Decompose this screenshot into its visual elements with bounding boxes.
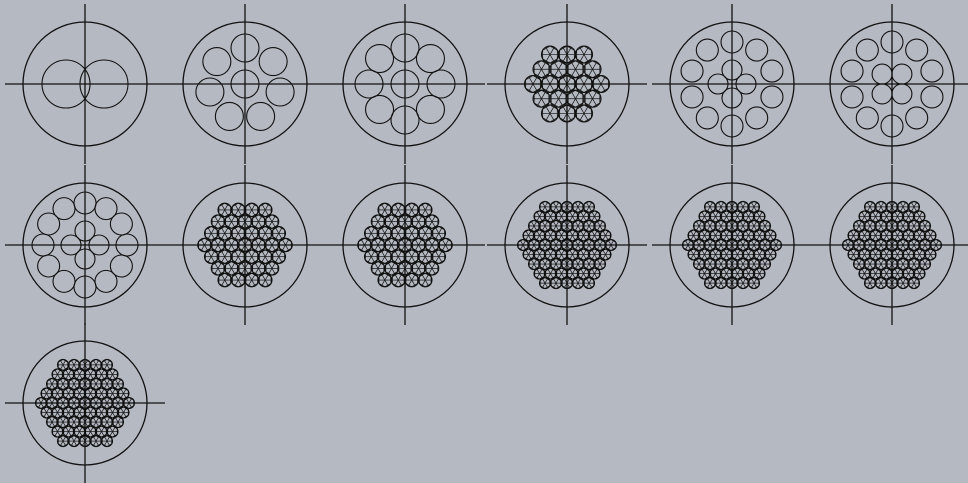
strand-circle — [872, 64, 892, 84]
strand-circle — [746, 107, 768, 129]
strand-circle — [416, 95, 444, 123]
strand-circle — [696, 39, 718, 61]
layout-hex-61 — [487, 165, 647, 325]
strand-circle — [366, 95, 394, 123]
strand-circle — [892, 64, 912, 84]
strand-circle — [892, 84, 912, 104]
layout-ring-8 — [325, 4, 485, 164]
layout-hex-61d — [5, 323, 165, 483]
strand-circle — [366, 45, 394, 73]
layout-ring-10-inner — [812, 4, 968, 164]
layout-hex-37b — [325, 165, 485, 325]
strand-circle — [259, 48, 287, 76]
strand-circle — [872, 84, 892, 104]
strand-circle — [921, 60, 943, 82]
strand-circle — [921, 86, 943, 108]
strand-circle — [95, 270, 117, 292]
strand-circle — [856, 39, 878, 61]
strand-circle — [196, 78, 224, 106]
layout-hex-61b — [652, 165, 812, 325]
layout-two-overlap — [5, 4, 165, 164]
layout-ring-10-cross — [652, 4, 812, 164]
strand-circle — [841, 60, 863, 82]
layout-ring-7 — [165, 4, 325, 164]
strand-circle — [53, 198, 75, 220]
strand-circle — [215, 102, 243, 130]
strand-circle — [746, 39, 768, 61]
strand-circle — [266, 78, 294, 106]
strand-circle — [906, 107, 928, 129]
strand-circle — [416, 45, 444, 73]
layout-hex-37 — [165, 165, 325, 325]
strand-circle — [856, 107, 878, 129]
layout-hex-61c — [812, 165, 968, 325]
strand-circle — [38, 255, 60, 277]
layout-hex-19 — [487, 4, 647, 164]
strand-circle — [110, 213, 132, 235]
strand-circle — [696, 107, 718, 129]
strand-circle — [203, 48, 231, 76]
strand-circle — [761, 60, 783, 82]
strand-circle — [841, 86, 863, 108]
layout-ring-12-cross — [5, 165, 165, 325]
strand-circle — [247, 102, 275, 130]
strand-circle — [761, 86, 783, 108]
strand-circle — [681, 60, 703, 82]
strand-circle — [681, 86, 703, 108]
strand-circle — [906, 39, 928, 61]
